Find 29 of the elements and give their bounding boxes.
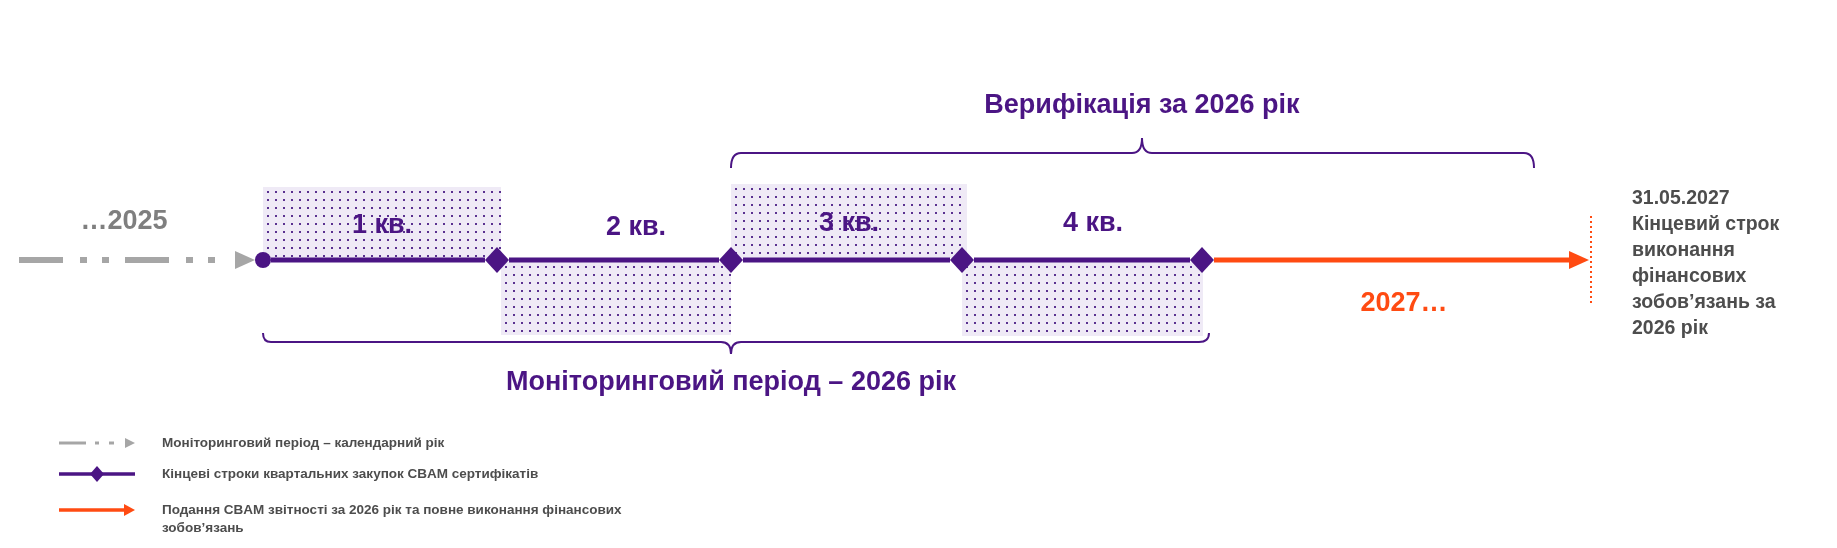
dotted-quarter-box (501, 262, 731, 335)
arrow (19, 251, 255, 269)
deadline-diamond (950, 247, 974, 273)
timeline-line (509, 257, 719, 263)
deadline-diamond (1190, 247, 1214, 273)
dotted-quarter-box (263, 187, 501, 258)
dotted-quarter-box (731, 184, 967, 258)
legend-text: Кінцеві строки квартальних закупок CBAM сертифікатів (162, 465, 540, 483)
quarter-label: 4 кв. (1062, 206, 1124, 238)
deadline-diamond (485, 247, 509, 273)
dotted-deadline-line (1589, 216, 1593, 304)
bracket-label: Верифікація за 2026 рік (984, 88, 1300, 120)
arrow (1214, 251, 1589, 269)
timeline-line (974, 257, 1190, 263)
deadline-date: 31.05.2027 (1632, 185, 1731, 210)
timeline-line (743, 257, 950, 263)
bracket-label: Моніторинговий період – 2026 рік (506, 365, 956, 397)
deadline-diamond (719, 247, 743, 273)
timeline-line (271, 257, 485, 263)
year-label: …2025 (80, 204, 168, 236)
year-label: 2027… (1360, 286, 1448, 318)
legend-text: Подання CBAM звітності за 2026 рік та повне виконання фінансових зобов’язань (162, 501, 623, 537)
quarter-label: 2 кв. (605, 210, 667, 242)
quarter-label: 1 кв. (351, 208, 413, 240)
legend-text: Моніторинговий період – календарний рік (162, 434, 446, 452)
deadline-text: Кінцевий строк виконання фінансових зобов’язань за 2026 рік (1632, 211, 1781, 340)
start-dot (255, 252, 271, 268)
quarter-label: 3 кв. (818, 206, 880, 238)
dotted-quarter-box (962, 262, 1203, 336)
